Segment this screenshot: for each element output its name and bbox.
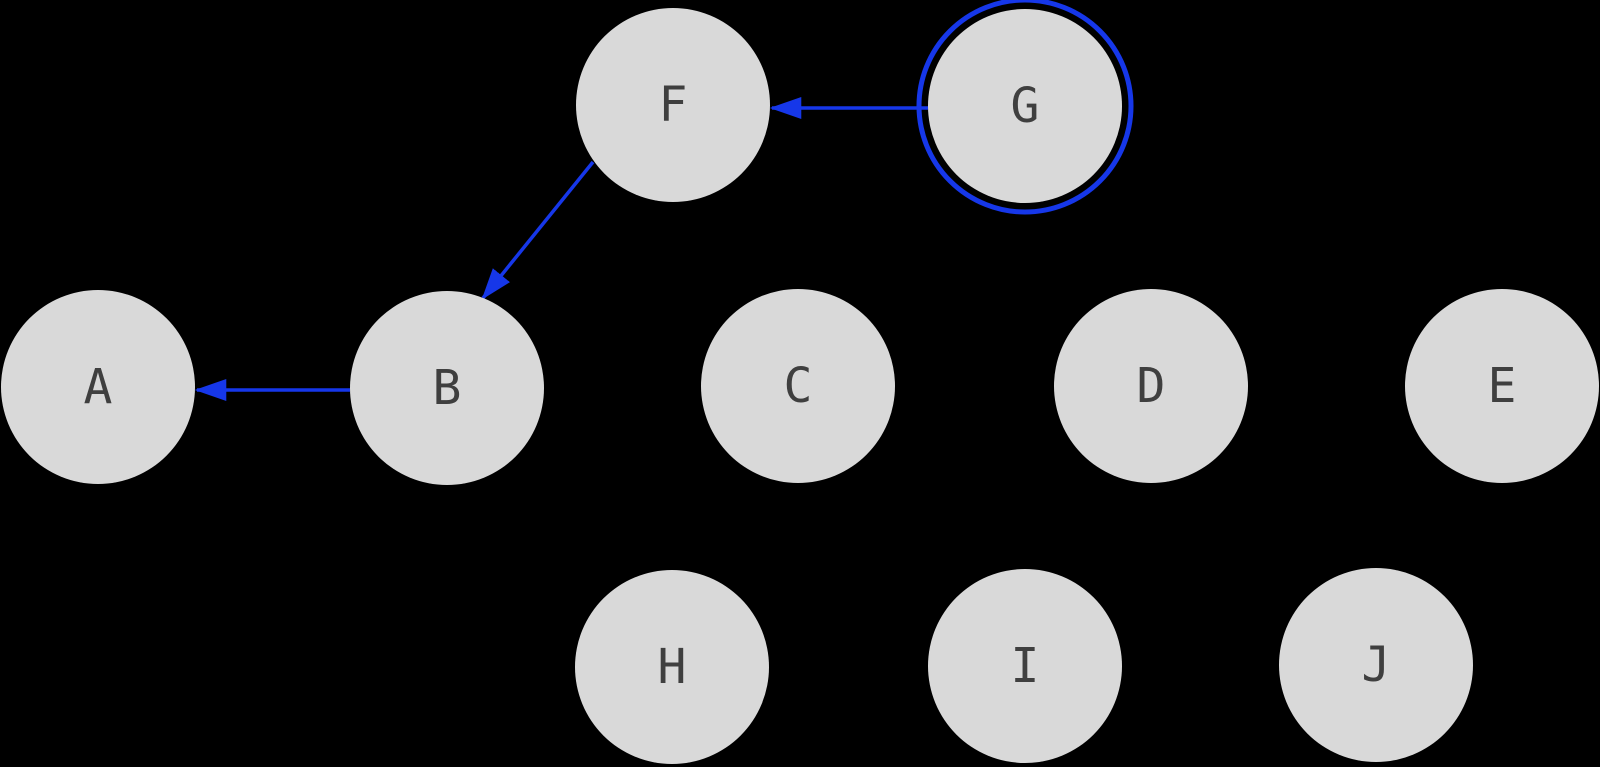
node-circle [928,9,1122,203]
node-circle [1054,289,1248,483]
node-D[interactable]: D [1054,289,1248,483]
node-circle [576,8,770,202]
node-label-B: B [433,360,462,416]
node-label-I: I [1011,638,1040,694]
node-label-C: C [784,358,813,414]
node-circle [1,290,195,484]
node-label-H: H [658,639,687,695]
node-circle [928,569,1122,763]
node-B[interactable]: B [350,291,544,485]
node-I[interactable]: I [928,569,1122,763]
node-label-J: J [1362,637,1391,693]
node-circle [1279,568,1473,762]
node-label-F: F [659,77,688,133]
node-label-G: G [1011,78,1040,134]
node-circle [701,289,895,483]
node-J[interactable]: J [1279,568,1473,762]
node-circle [350,291,544,485]
node-C[interactable]: C [701,289,895,483]
node-A[interactable]: A [1,290,195,484]
node-circle [575,570,769,764]
edge-layer [194,96,928,402]
node-label-E: E [1488,358,1517,414]
node-E[interactable]: E [1405,289,1599,483]
node-circle [1405,289,1599,483]
node-label-D: D [1137,358,1166,414]
node-label-A: A [84,359,113,415]
node-F[interactable]: F [576,8,770,202]
highlight-ring [916,0,1134,215]
edge-F-B [481,160,595,300]
node-G[interactable]: G [916,0,1134,215]
node-H[interactable]: H [575,570,769,764]
